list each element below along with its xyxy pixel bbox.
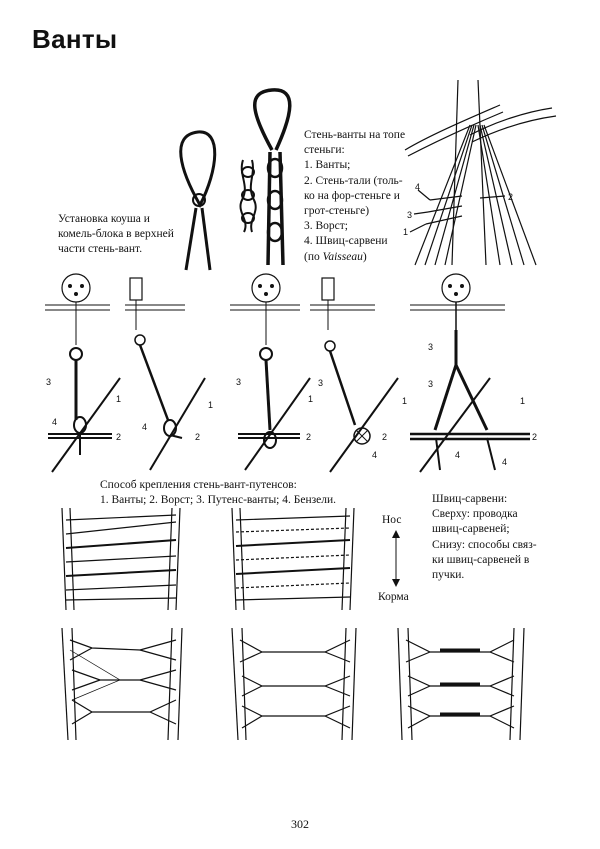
page-number: 302: [291, 817, 309, 831]
source-name: Vaisseau: [322, 250, 363, 263]
bow-label: Нос: [382, 514, 402, 526]
mast-label-3: 3: [407, 210, 412, 220]
fig2-label-1: 1: [208, 400, 213, 410]
swifter-panel-a: [61, 507, 181, 611]
fig1-label-2: 2: [116, 432, 121, 442]
figure-5: [410, 273, 530, 473]
figure-2: [129, 277, 206, 471]
stern-label: Корма: [378, 591, 409, 603]
fig4-label-2: 2: [382, 432, 387, 442]
fig3-label-3: 3: [236, 377, 241, 387]
figure-3: [238, 273, 311, 471]
mast-label-4: 4: [415, 182, 420, 192]
bundle-panel-c: [397, 627, 525, 741]
fig5-label-4b: 4: [502, 457, 507, 467]
swifter-panel-b: [231, 507, 355, 611]
fig5-label-4a: 4: [455, 450, 460, 460]
fig1-label-1: 1: [116, 394, 121, 404]
mast-label-2: 2: [508, 192, 513, 202]
caption-attachment: Способ крепления стень-вант-путенсов: 1.…: [100, 479, 337, 507]
fig5-label-1: 1: [520, 396, 525, 406]
fig3-label-2: 2: [306, 432, 311, 442]
fig4-label-3: 3: [318, 378, 323, 388]
fig1-label-4: 4: [52, 417, 57, 427]
caption-topmast-shrouds: Стень-ванты на топе стеньги: 1. Ванты; 2…: [304, 129, 406, 263]
page-title: Ванты: [32, 24, 118, 54]
fig5-label-2: 2: [532, 432, 537, 442]
fig3-label-1: 1: [308, 394, 313, 404]
fig5-label-3a: 3: [428, 342, 433, 352]
bundle-panel-b: [231, 627, 357, 741]
figure-4: [321, 277, 399, 473]
fig4-label-1: 1: [402, 396, 407, 406]
mast-label-1: 1: [403, 227, 408, 237]
fig1-label-3: 3: [46, 377, 51, 387]
fig2-label-2: 2: [195, 432, 200, 442]
figure-1: [48, 273, 121, 473]
caption-thimble: Установка коуша и комель-блока в верхней…: [58, 213, 174, 256]
bundle-panel-a: [61, 627, 183, 741]
fig4-label-4: 4: [372, 450, 377, 460]
fig5-label-3b: 3: [428, 379, 433, 389]
caption-swifter: Швиц-сарвени: Сверху: проводка швиц-сарв…: [432, 493, 537, 582]
fig2-label-4: 4: [142, 422, 147, 432]
